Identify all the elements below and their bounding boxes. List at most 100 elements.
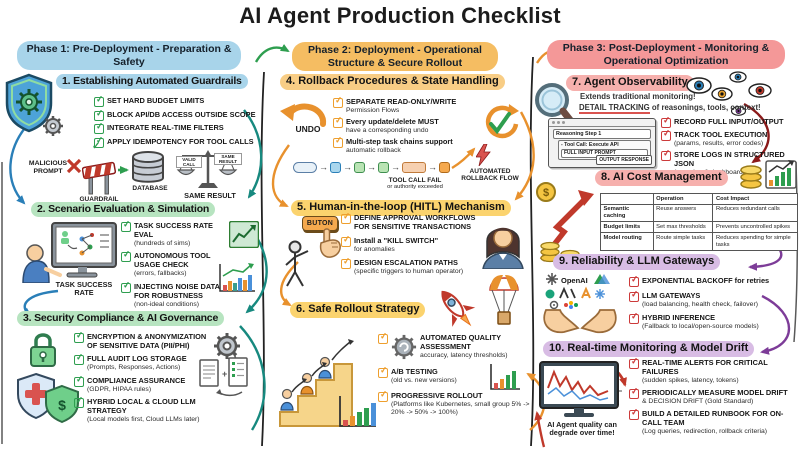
checklist-item: EXPONENTIAL BACKOFF for retries: [629, 276, 797, 287]
rollback-check-icon: [485, 104, 519, 139]
arrow-right-icon: →: [391, 162, 400, 172]
checklist-item: BUILD A DETAILED RUNBOOK FOR ON-CALL TEA…: [629, 409, 797, 436]
eye-icon: [686, 77, 712, 94]
authority-exceeded-label: or authority exceeded: [387, 184, 443, 190]
phase1-header: Phase 1: Pre-Deployment - Preparation & …: [17, 41, 241, 71]
page-title: AI Agent Production Checklist: [239, 3, 561, 28]
same-result-label: SAME RESULT: [184, 191, 236, 200]
window-dot: [552, 121, 555, 124]
section2-title: 2. Scenario Evaluation & Simulation: [31, 202, 216, 218]
table-cell: Reduces redundant calls: [712, 203, 798, 223]
arrow-s5-to-s6-left: [280, 261, 299, 307]
padlock-icon: [30, 333, 56, 367]
window-dot: [557, 121, 560, 124]
section2-items: TASK SUCCESS RATE EVAL(hundreds of sims)…: [121, 221, 229, 309]
arrow-to-phase2: [254, 44, 290, 63]
s6-item-ab-testing: A/B TESTING(old vs. new versions): [378, 367, 482, 385]
bar-chart-icon: [219, 263, 255, 292]
checkbox-icon: [378, 368, 388, 378]
arrow-flow-to-rollback: [451, 147, 476, 170]
observability-note-2: DETAIL TRACKING of reasonings, tools, co…: [579, 103, 761, 114]
checkbox-icon: [94, 137, 104, 148]
checklist-item: HYBRID INFERENCE(Fallback to local/open-…: [629, 313, 797, 331]
cost-chart-icon: [765, 160, 797, 189]
table-header-cell: Operation: [652, 193, 714, 205]
gear-icon: [214, 333, 240, 359]
arrow-right-icon: →: [367, 162, 376, 172]
checklist-item: INJECTING NOISE DATA FOR ROBUSTNESS(non-…: [121, 282, 229, 309]
section5-items: DEFINE APPROVAL WORKFLOWS FOR SENSITIVE …: [341, 213, 483, 276]
task-evaluation-illustration: [22, 222, 117, 283]
checklist-item: LLM GATEWAYS(load balancing, health chec…: [629, 291, 797, 309]
table-row: Model routing Route simple tasks Reduces…: [600, 232, 798, 251]
audit-documents-icon: +: [199, 357, 248, 397]
flow-step-box: [402, 162, 426, 173]
checkbox-icon: [629, 292, 639, 302]
llm-providers-hands-icon: OpenAI: [543, 273, 617, 334]
blocked-x-icon: [66, 158, 82, 174]
checkbox-icon: [333, 118, 343, 129]
degrade-caption: AI Agent quality can degrade over time!: [547, 420, 617, 438]
checkbox-icon: [629, 359, 639, 369]
cost-growth-icon: $: [536, 182, 594, 264]
checkbox-icon: [121, 222, 131, 232]
window-dot: [562, 121, 565, 124]
human-operator-avatar: [482, 227, 524, 269]
guardrail-barrier-icon: [82, 161, 116, 195]
flow-step-box: [378, 162, 389, 173]
tool-call-label: Tool Call: Execute API: [561, 142, 648, 148]
checklist-item: BLOCK API/DB ACCESS OUTSIDE SCOPE: [94, 110, 264, 121]
eye-icon: [731, 106, 746, 116]
checkbox-icon: [121, 282, 131, 293]
table-cell: Budget limits: [600, 221, 654, 234]
table-cell: Model routing: [600, 232, 654, 251]
checkbox-icon: [341, 236, 351, 247]
checkbox-icon: [661, 118, 671, 128]
openai-logo-text: OpenAI: [561, 276, 588, 285]
checkbox-icon: [74, 333, 84, 343]
arrow-right-icon: →: [343, 162, 352, 172]
checkbox-icon: [629, 314, 639, 325]
observability-note-1: Extends traditional monitoring!: [580, 92, 696, 101]
section1-items: SET HARD BUDGET LIMITS BLOCK API/DB ACCE…: [94, 96, 264, 148]
table-row: Budget limits Set max thresholds Prevent…: [600, 221, 798, 234]
section3-title: 3. Security Compliance & AI Governance: [17, 311, 225, 327]
window-titlebar: [549, 119, 655, 127]
checklist-item: ENCRYPTION & ANONYMIZATION OF SENSITIVE …: [74, 332, 216, 351]
section8-title: 8. AI Cost Management: [595, 170, 728, 186]
ab-test-bars-icon: [490, 364, 520, 390]
eye-icon: [748, 83, 772, 98]
table-cell: Route simple tasks: [652, 232, 714, 251]
drift-monitor-icon: [539, 361, 619, 417]
security-shields-icon: $: [17, 372, 79, 424]
section10-title: 10. Real-time Monitoring & Model Drift: [543, 341, 755, 357]
checkbox-icon: [74, 376, 84, 387]
check-icon: ✓: [92, 141, 101, 152]
database-icon: [132, 151, 164, 183]
svg-text:+: +: [222, 369, 227, 379]
arrow-s1-to-s2-left: [9, 121, 31, 205]
valid-call-tag: VALID CALL: [176, 156, 202, 169]
checklist-item: Install a "KILL SWITCH"for anomalies: [341, 236, 483, 254]
table-cell: Reduces spending for simple tasks: [712, 232, 798, 251]
malicious-prompt-label: MALICIOUS PROMPT: [28, 160, 68, 175]
checkbox-icon: [94, 124, 104, 134]
svg-text:$: $: [58, 397, 66, 413]
reasoning-step-field: Reasoning Step 1: [553, 129, 651, 139]
parachute-icon: [489, 275, 519, 325]
checkbox-icon: [121, 252, 131, 263]
database-label: DATABASE: [132, 185, 168, 192]
flow-step-box: [354, 162, 365, 173]
checkbox-icon: [333, 98, 343, 108]
section3-items: ENCRYPTION & ANONYMIZATION OF SENSITIVE …: [74, 332, 216, 424]
checklist-item: DEFINE APPROVAL WORKFLOWS FOR SENSITIVE …: [341, 213, 483, 232]
checklist-item: Multi-step task chains supportautomatic …: [333, 137, 463, 155]
section7-title: 7. Agent Observability: [566, 75, 694, 91]
rocket-icon: [441, 290, 476, 327]
eye-icon: [711, 87, 733, 101]
column-divider-2: [529, 56, 535, 447]
